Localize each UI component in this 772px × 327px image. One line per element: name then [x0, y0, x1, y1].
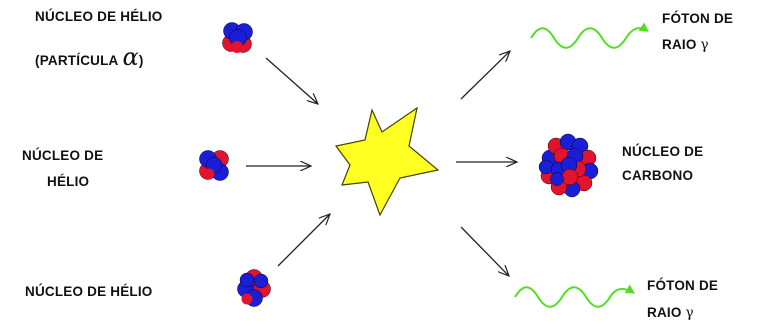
helium-nucleus-top-icon [222, 22, 253, 53]
photon-label-bottom: FÓTON DE RAIO γ [647, 272, 718, 327]
carbon-label: NÚCLEO DE CARBONO [622, 140, 703, 188]
photon-bottom-line1: FÓTON DE [647, 278, 719, 293]
helium-label-bottom: NÚCLEO DE HÉLIO [25, 281, 153, 303]
helium-label-middle-line1: NÚCLEO DE [22, 148, 104, 163]
photon-wave-bottom-icon [514, 284, 635, 308]
fusion-star-icon [334, 106, 440, 217]
carbon-line2: CARBONO [622, 168, 694, 183]
arrow-output-top [460, 51, 510, 100]
alpha-particle-suffix: ) [138, 53, 144, 68]
helium-label-middle-line2: HÉLIO [47, 174, 90, 189]
carbon-nucleus-icon [538, 133, 599, 198]
arrow-input-top [265, 57, 318, 104]
alpha-symbol: α [122, 43, 139, 71]
arrow-output-bottom [460, 226, 509, 276]
helium-label-top-line1: NÚCLEO DE HÉLIO [35, 9, 163, 24]
helium-label-middle: NÚCLEO DE HÉLIO [22, 143, 103, 195]
gamma-symbol-bottom: γ [685, 305, 694, 321]
photon-label-top: FÓTON DE RAIO γ [662, 6, 733, 58]
helium-label-bottom-line1: NÚCLEO DE HÉLIO [25, 284, 153, 299]
gamma-symbol-top: γ [700, 37, 709, 53]
photon-wave-top-icon [530, 22, 649, 49]
photon-top-line2: RAIO [662, 37, 697, 52]
helium-nucleus-bottom-icon [237, 269, 271, 307]
carbon-line1: NÚCLEO DE [622, 144, 704, 159]
helium-nucleus-middle-icon [199, 150, 229, 181]
alpha-particle-prefix: (PARTÍCULA [35, 53, 119, 68]
photon-bottom-line2: RAIO [647, 305, 682, 320]
arrow-input-bottom [277, 214, 330, 267]
photon-top-line1: FÓTON DE [662, 11, 734, 26]
